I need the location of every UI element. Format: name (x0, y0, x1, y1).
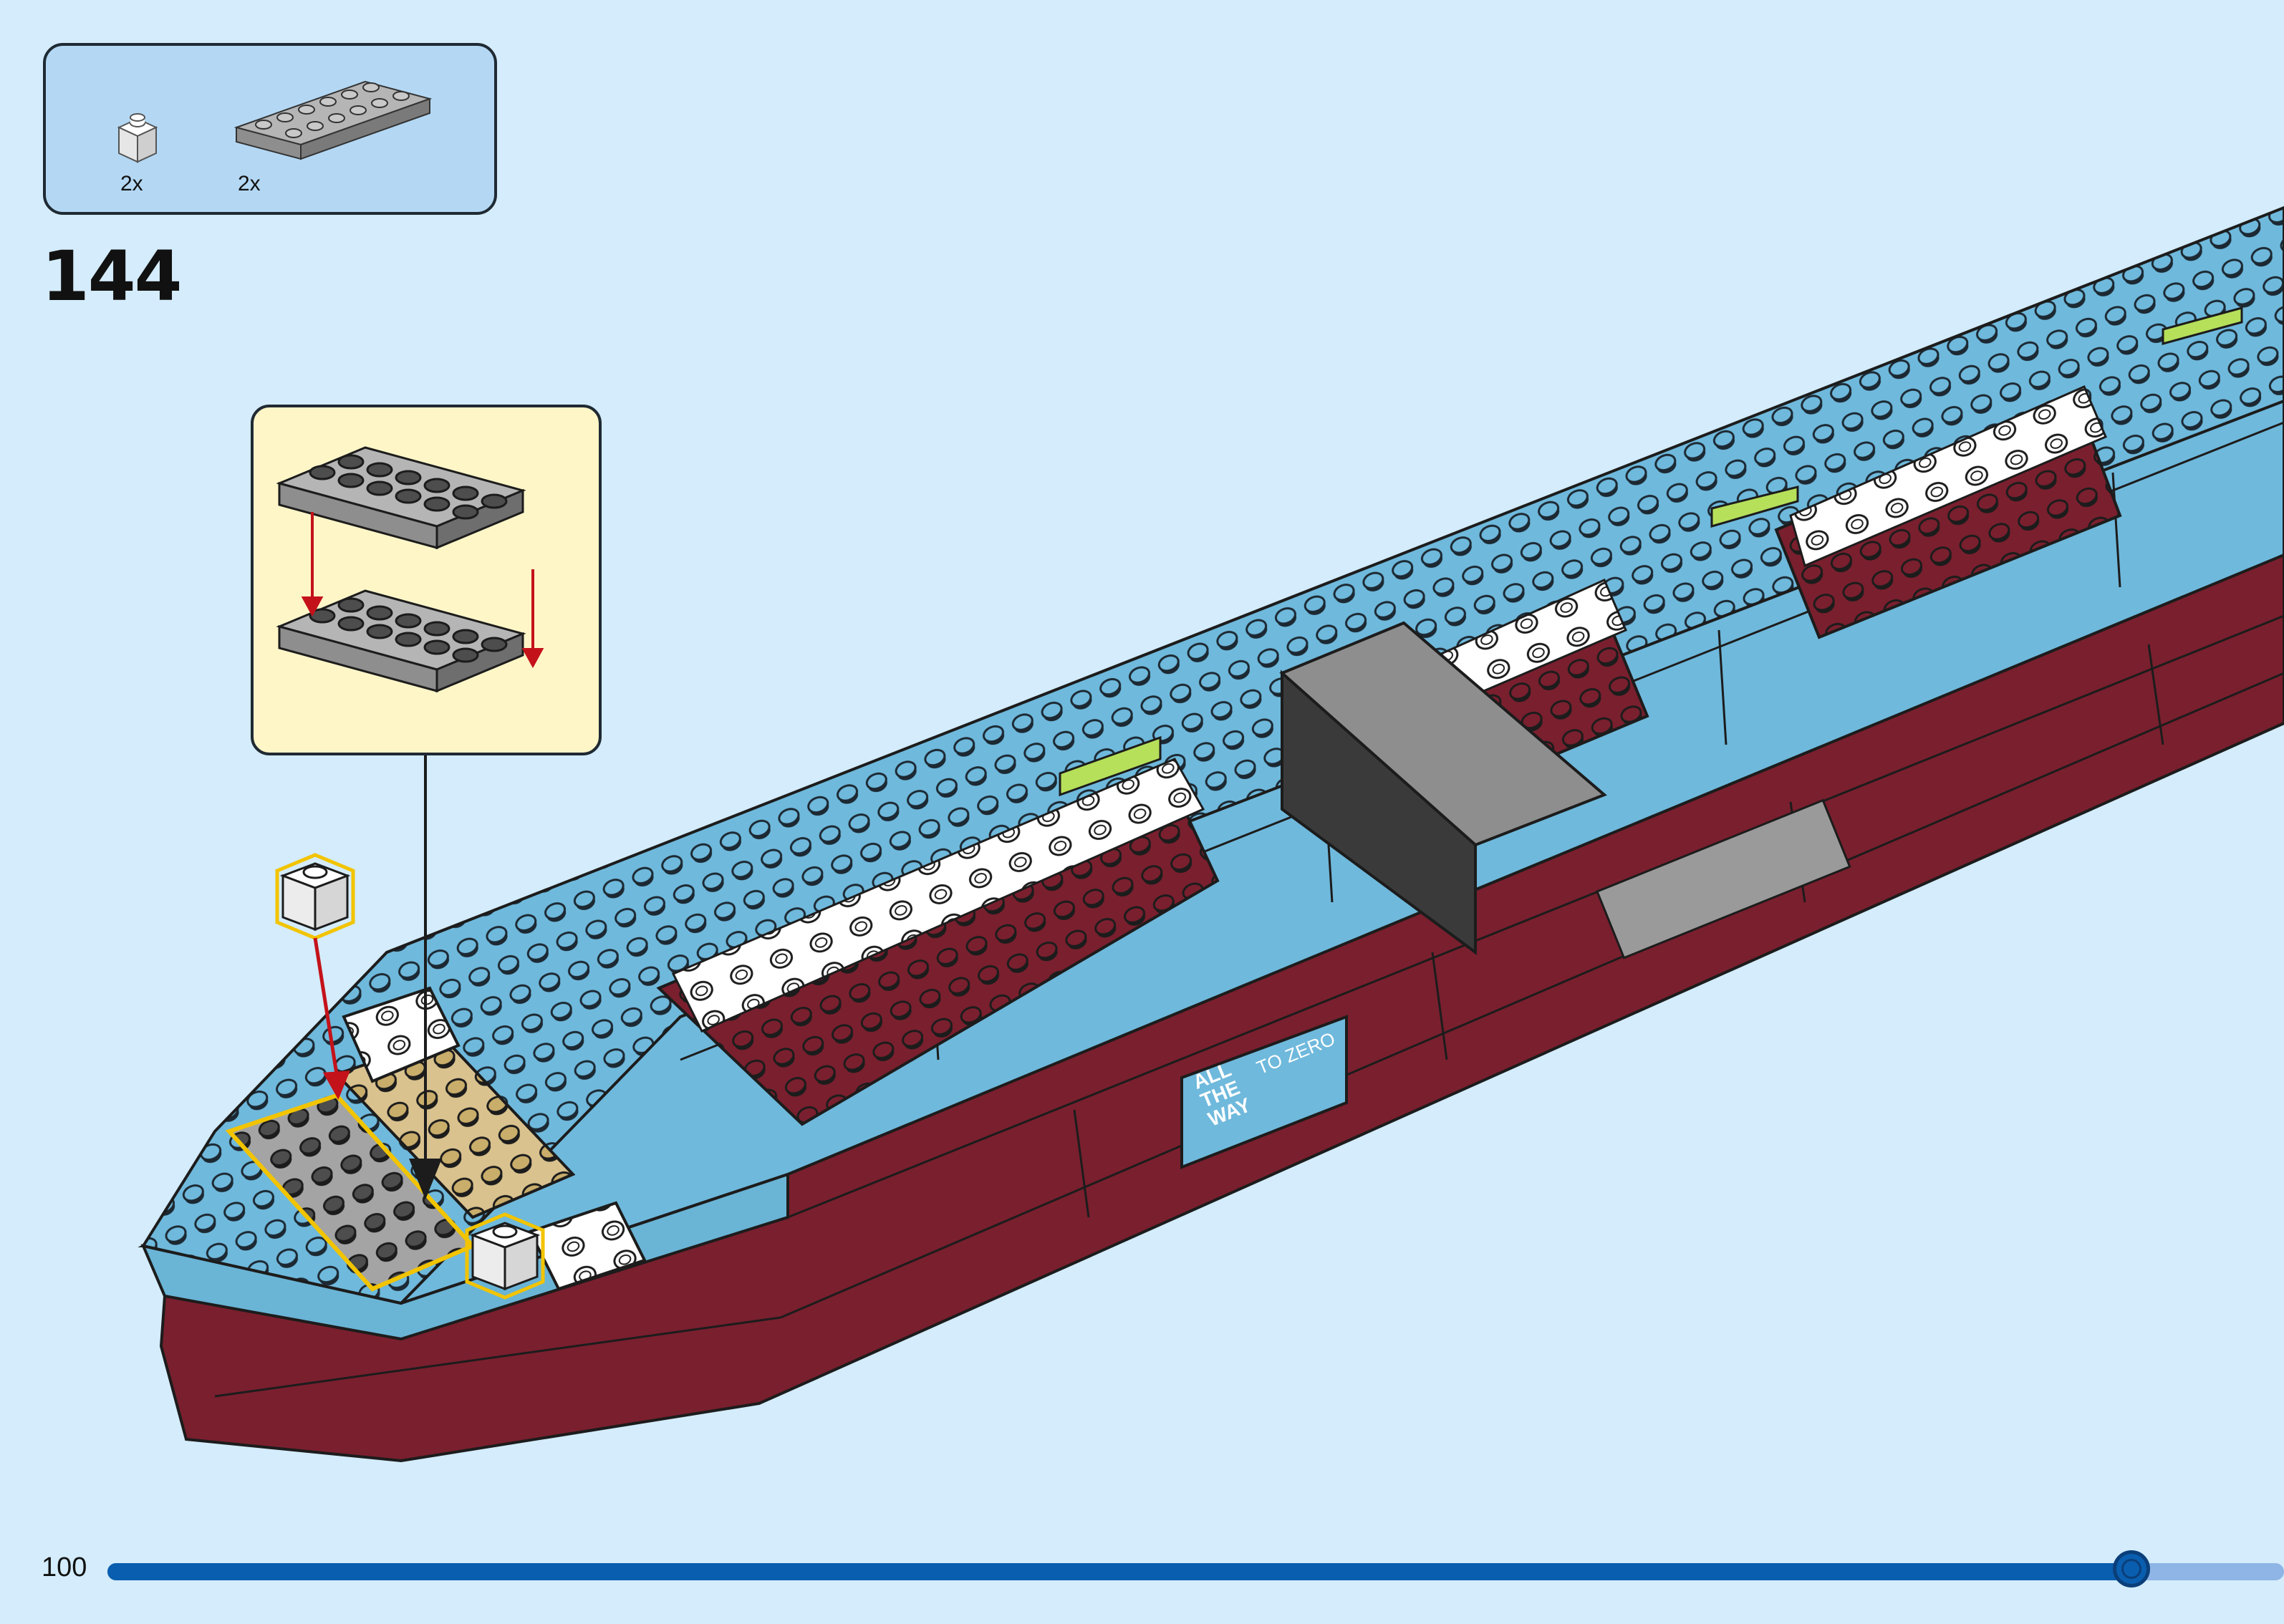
part-quantity: 2x (238, 172, 261, 195)
bow-white-plate (342, 986, 461, 1083)
cargo-hold-2 (1287, 592, 1649, 847)
parts-list-panel: 2x 2x (43, 43, 497, 215)
bow-white-plate-2 (528, 1201, 647, 1291)
down-arrow-icon (301, 512, 544, 669)
cargo-hold-1 (656, 771, 1220, 1126)
gray-plate-bottom (276, 589, 526, 693)
cargo-hold-3 (1774, 399, 2122, 639)
bow-gray-plate (225, 1093, 477, 1292)
gray-plate-top (276, 446, 526, 550)
sub-assembly-illustration (276, 446, 544, 693)
gray-plate-icon (233, 80, 433, 160)
floating-white-brick (275, 853, 355, 940)
sub-assembly-callout (251, 405, 602, 755)
step-number: 144 (42, 236, 182, 316)
hatch-cover-gray (1279, 621, 1607, 847)
part-quantity: 2x (120, 172, 143, 195)
parts-illustration (117, 80, 433, 163)
callout-pointer (409, 755, 442, 1200)
progress-fill (107, 1563, 2132, 1580)
progress-knob-icon (2113, 1550, 2151, 1587)
white-brick-icon (117, 113, 158, 163)
bow-tan-plate (334, 1036, 576, 1219)
progress-bar (107, 1550, 2284, 1587)
new-white-brick-bow (465, 1212, 545, 1300)
ship-logo: ALL THE WAY TO ZERO (1190, 1015, 1359, 1131)
down-arrow-icon (313, 937, 350, 1100)
bow-blue (140, 1172, 789, 1341)
page-number: 100 (42, 1552, 87, 1582)
